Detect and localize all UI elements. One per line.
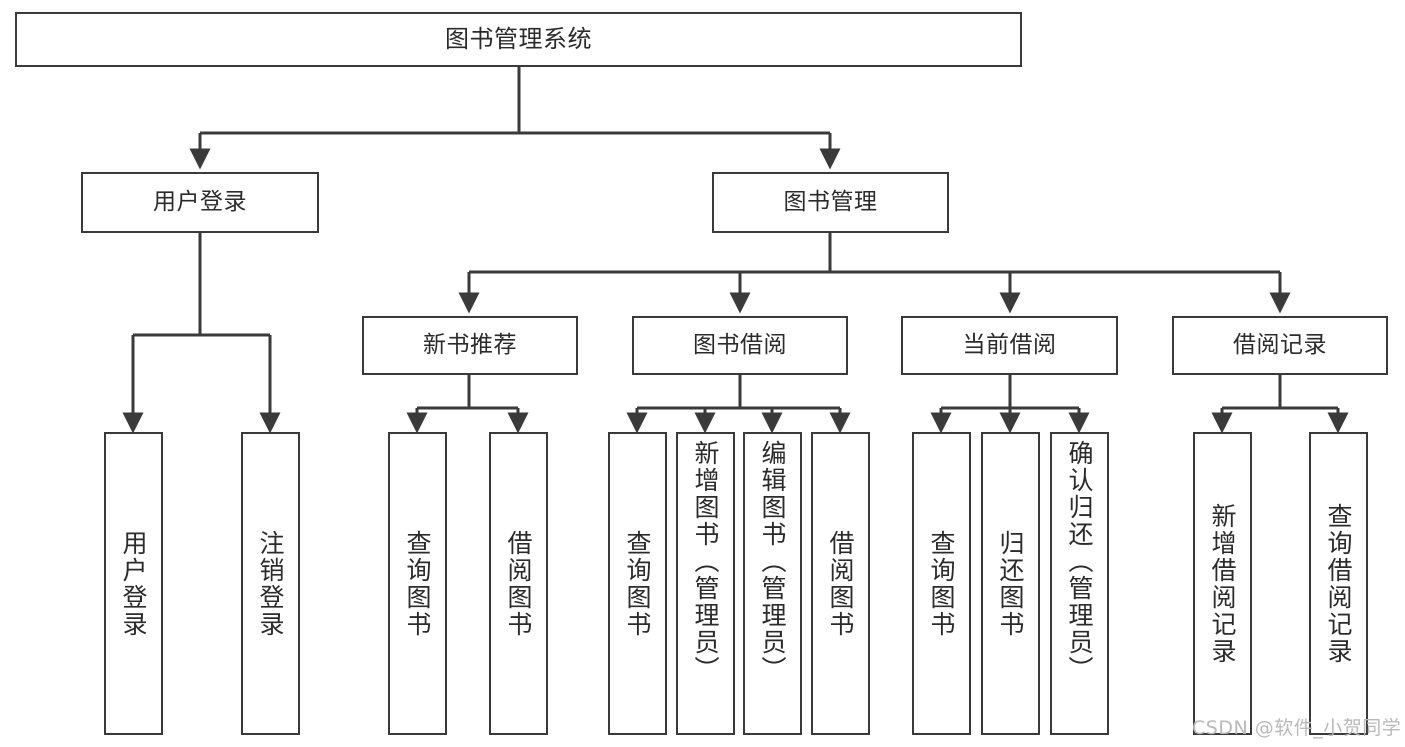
leaf-query-book-3[interactable]: 查询图书 [912, 432, 971, 735]
leaf-query-book-2[interactable]: 查询图书 [608, 432, 667, 735]
leaf-confirm-return[interactable]: 确认归还（管理员） [1050, 432, 1109, 735]
leaf-borrow-book-2[interactable]: 借阅图书 [811, 432, 870, 735]
leaf-borrow-book-1[interactable]: 借阅图书 [489, 432, 548, 735]
leaf-return-book-label: 归还图书 [996, 529, 1025, 638]
watermark: CSDN @软件_小贺同学 [1192, 717, 1402, 739]
leaf-query-book-3-label: 查询图书 [927, 529, 956, 638]
node-book-manage[interactable]: 图书管理 [712, 172, 949, 233]
node-root-label: 图书管理系统 [445, 25, 592, 54]
leaf-add-record-label: 新增借阅记录 [1208, 502, 1237, 665]
leaf-logout-label: 注销登录 [256, 529, 285, 638]
node-borrow-record[interactable]: 借阅记录 [1172, 316, 1388, 375]
node-current-borrow-label: 当前借阅 [962, 331, 1057, 358]
node-book-borrow[interactable]: 图书借阅 [632, 316, 848, 375]
node-borrow-record-label: 借阅记录 [1233, 331, 1327, 358]
leaf-query-record-label: 查询借阅记录 [1324, 502, 1353, 665]
node-new-book-recommend-label: 新书推荐 [423, 331, 517, 358]
leaf-confirm-return-label: 确认归还（管理员） [1065, 440, 1094, 683]
node-root[interactable]: 图书管理系统 [15, 12, 1022, 67]
leaf-add-book-label: 新增图书（管理员） [691, 440, 720, 683]
node-user-login-label: 用户登录 [153, 188, 247, 215]
leaf-query-record[interactable]: 查询借阅记录 [1309, 432, 1368, 735]
leaf-query-book-1-label: 查询图书 [403, 529, 432, 638]
leaf-user-login-label: 用户登录 [119, 529, 148, 638]
leaf-borrow-book-1-label: 借阅图书 [504, 529, 533, 638]
leaf-add-record[interactable]: 新增借阅记录 [1193, 432, 1252, 735]
leaf-logout[interactable]: 注销登录 [241, 432, 300, 735]
node-user-login[interactable]: 用户登录 [81, 172, 319, 233]
node-book-manage-label: 图书管理 [783, 188, 878, 215]
leaf-edit-book-label: 编辑图书（管理员） [758, 440, 787, 683]
leaf-query-book-1[interactable]: 查询图书 [388, 432, 447, 735]
node-book-borrow-label: 图书借阅 [693, 331, 787, 358]
leaf-borrow-book-2-label: 借阅图书 [826, 529, 855, 638]
leaf-user-login[interactable]: 用户登录 [104, 432, 163, 735]
leaf-edit-book[interactable]: 编辑图书（管理员） [743, 432, 802, 735]
leaf-return-book[interactable]: 归还图书 [981, 432, 1040, 735]
node-current-borrow[interactable]: 当前借阅 [901, 316, 1118, 375]
leaf-add-book[interactable]: 新增图书（管理员） [676, 432, 735, 735]
leaf-query-book-2-label: 查询图书 [623, 529, 652, 638]
node-new-book-recommend[interactable]: 新书推荐 [362, 316, 578, 375]
